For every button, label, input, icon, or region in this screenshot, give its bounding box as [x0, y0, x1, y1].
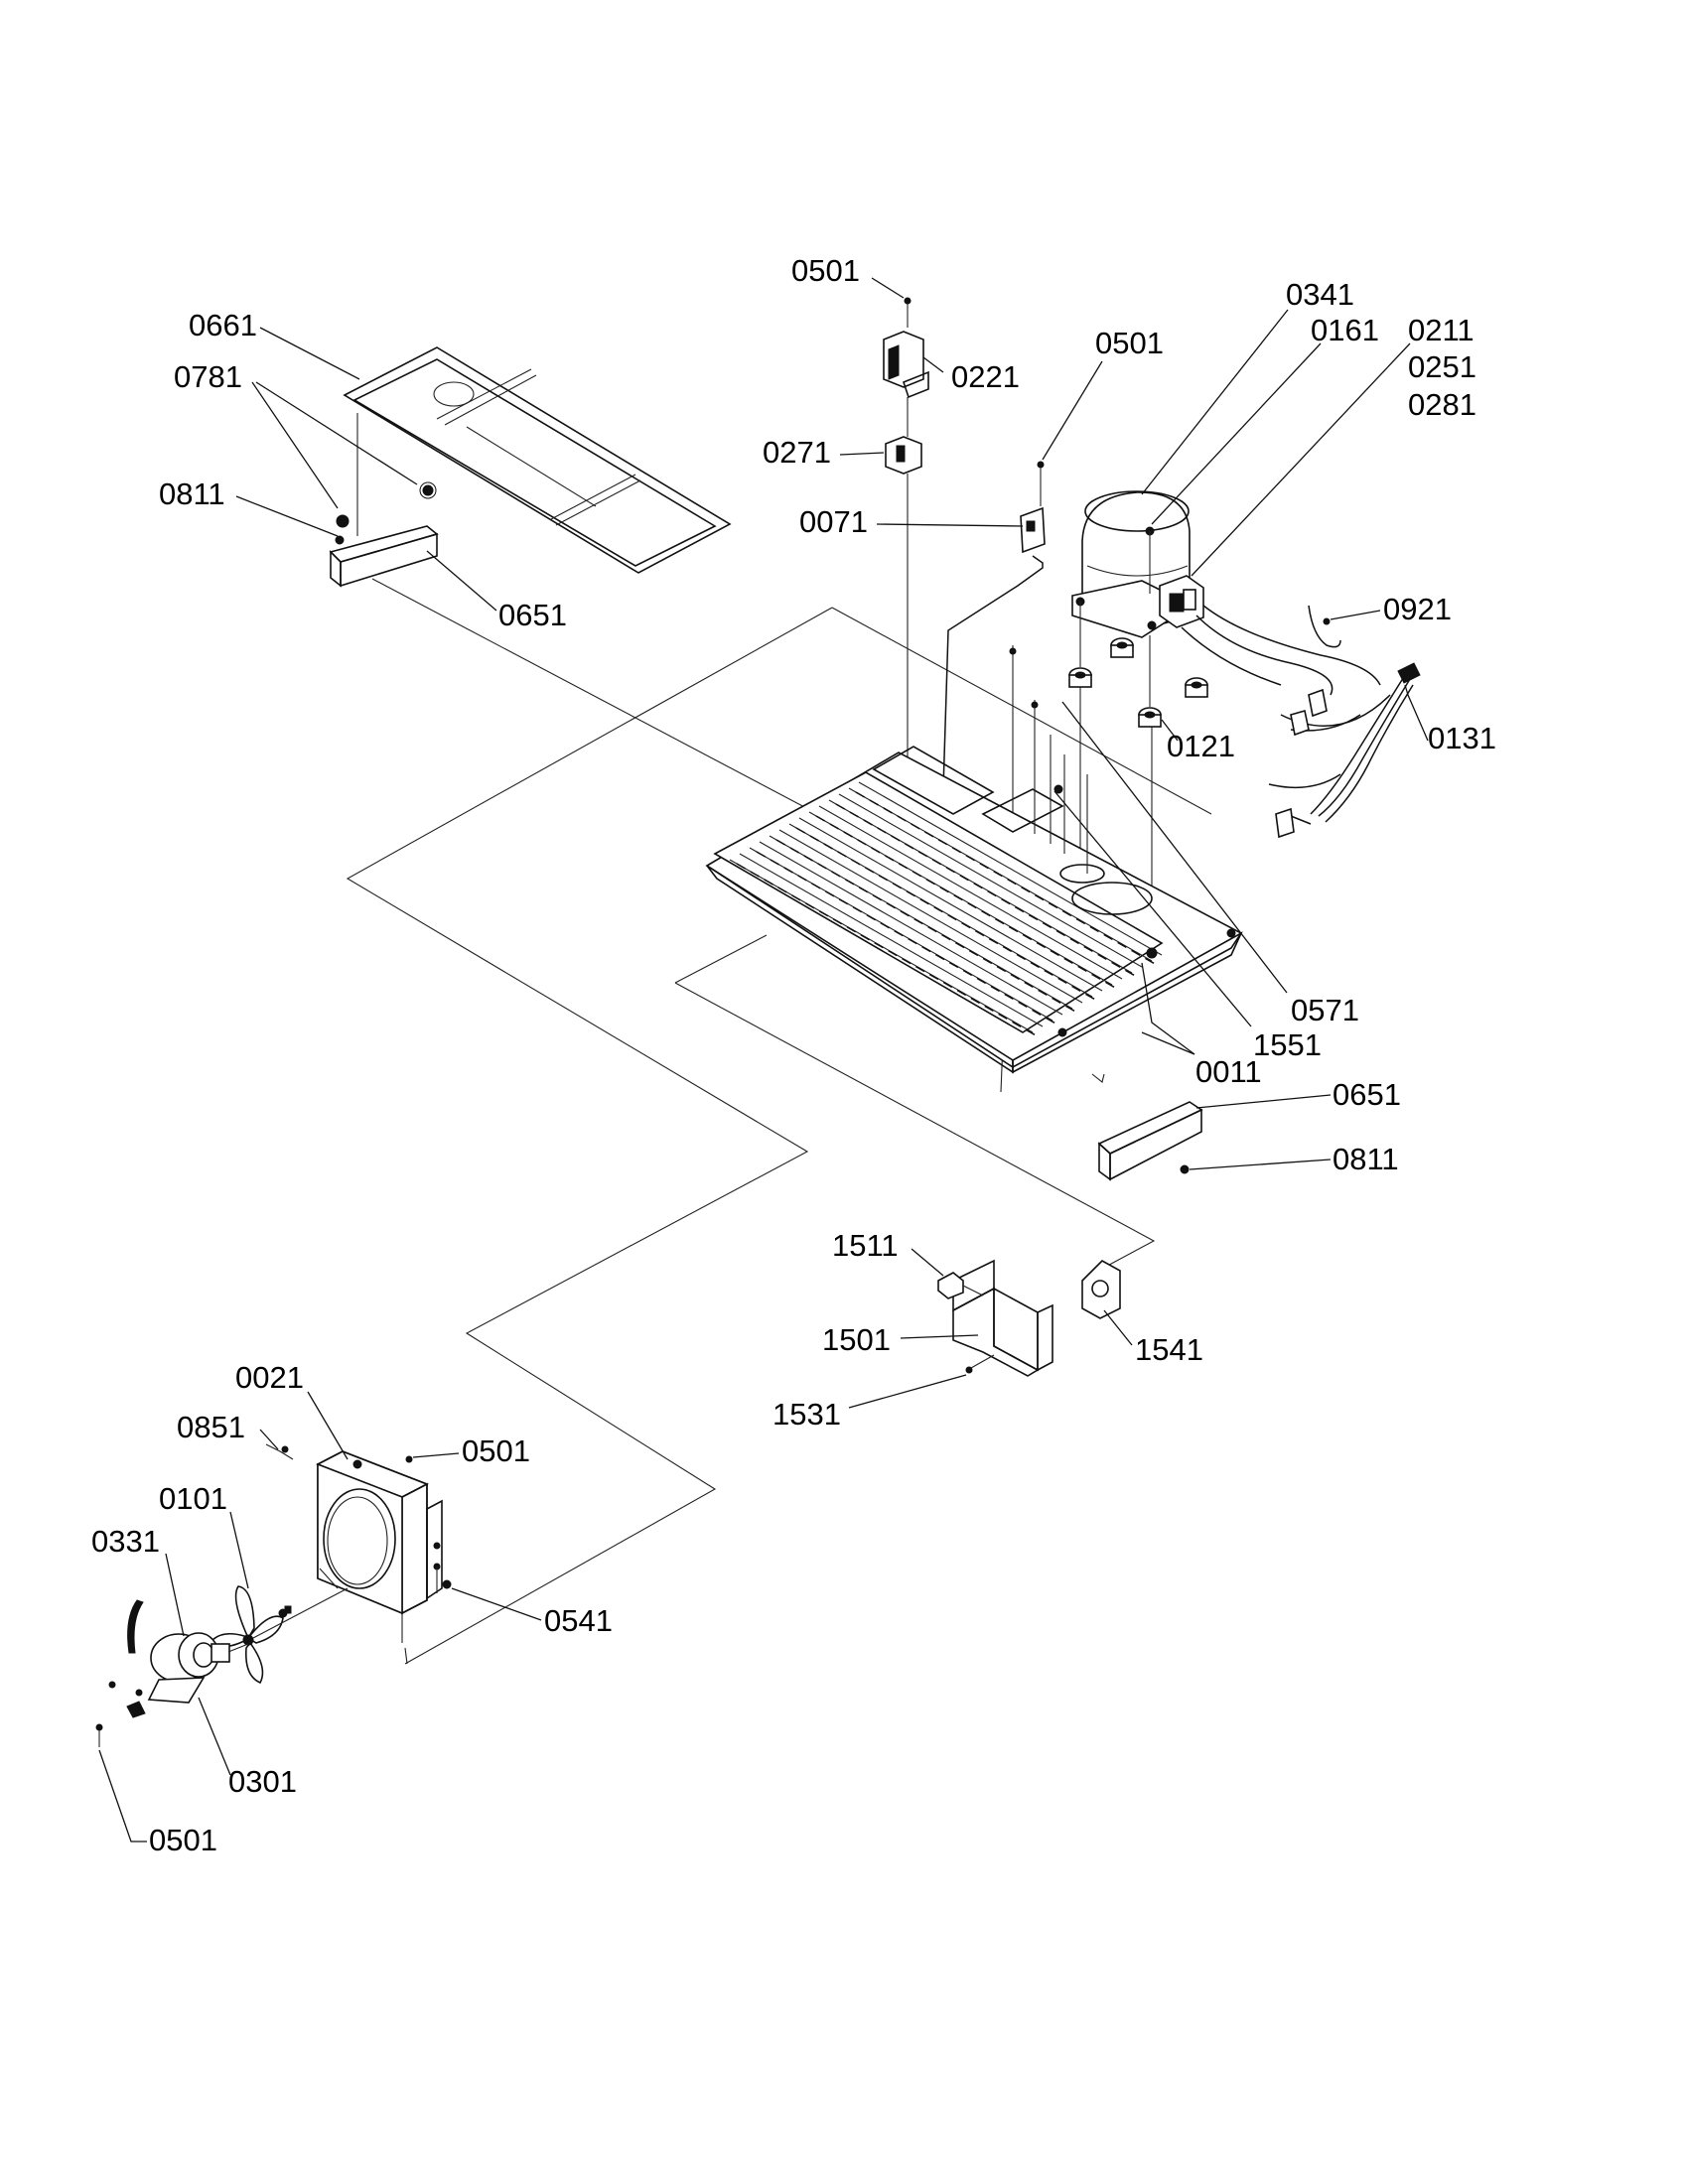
label-0221: 0221 — [951, 359, 1020, 394]
label-0811-left: 0811 — [159, 477, 225, 511]
label-0211: 0211 — [1408, 313, 1474, 347]
cover-panel-0661 — [343, 346, 732, 574]
label-0271: 0271 — [763, 435, 831, 470]
label-0501-top: 0501 — [791, 253, 860, 288]
label-0341: 0341 — [1286, 277, 1354, 312]
label-1551: 1551 — [1253, 1027, 1322, 1062]
label-0121: 0121 — [1167, 729, 1235, 763]
label-0781: 0781 — [174, 359, 242, 394]
bracket-0651-right — [1097, 1101, 1203, 1181]
label-0501-fan: 0501 — [462, 1433, 530, 1468]
fan-motor-0301 — [95, 1599, 249, 1747]
condenser-coil — [729, 781, 1163, 1037]
label-0651-left: 0651 — [498, 598, 567, 632]
part-labels: 0661 0781 0811 0651 0501 0221 0271 0071 … — [91, 253, 1496, 1857]
label-0011: 0011 — [1195, 1054, 1262, 1089]
label-0541: 0541 — [544, 1603, 613, 1638]
label-0131: 0131 — [1428, 721, 1496, 755]
clip-0071 — [942, 461, 1046, 790]
label-1541: 1541 — [1135, 1332, 1203, 1367]
label-1501: 1501 — [822, 1322, 891, 1357]
label-0071: 0071 — [799, 504, 868, 539]
label-1511: 1511 — [832, 1228, 899, 1263]
assembly-outline — [346, 578, 1212, 1665]
drain-assembly — [937, 1259, 1121, 1377]
label-0251: 0251 — [1408, 349, 1476, 384]
label-0851: 0851 — [177, 1410, 245, 1444]
label-0921: 0921 — [1383, 592, 1452, 626]
label-0021: 0021 — [235, 1360, 304, 1395]
label-0161: 0161 — [1311, 313, 1379, 347]
overload-0271 — [885, 397, 922, 774]
fan-shroud-0021 — [265, 1443, 452, 1643]
label-0301: 0301 — [228, 1764, 297, 1799]
label-0661: 0661 — [189, 308, 257, 342]
label-0571: 0571 — [1291, 993, 1359, 1027]
label-0811-right: 0811 — [1333, 1142, 1399, 1176]
label-0281: 0281 — [1408, 387, 1476, 422]
label-1531: 1531 — [772, 1397, 841, 1432]
label-0501-mid: 0501 — [1095, 326, 1164, 360]
relay-0221 — [883, 297, 929, 399]
wire-harness-0131 — [1181, 605, 1421, 839]
label-0101: 0101 — [159, 1481, 227, 1516]
label-0331: 0331 — [91, 1524, 160, 1559]
leader-lines — [98, 277, 1429, 1843]
label-0501-bottom: 0501 — [149, 1823, 217, 1857]
label-0651-right: 0651 — [1333, 1077, 1401, 1112]
bracket-0651-left — [329, 481, 439, 588]
fan-blade-0101 — [210, 1585, 349, 1685]
base-pan-0011 — [705, 645, 1243, 1074]
